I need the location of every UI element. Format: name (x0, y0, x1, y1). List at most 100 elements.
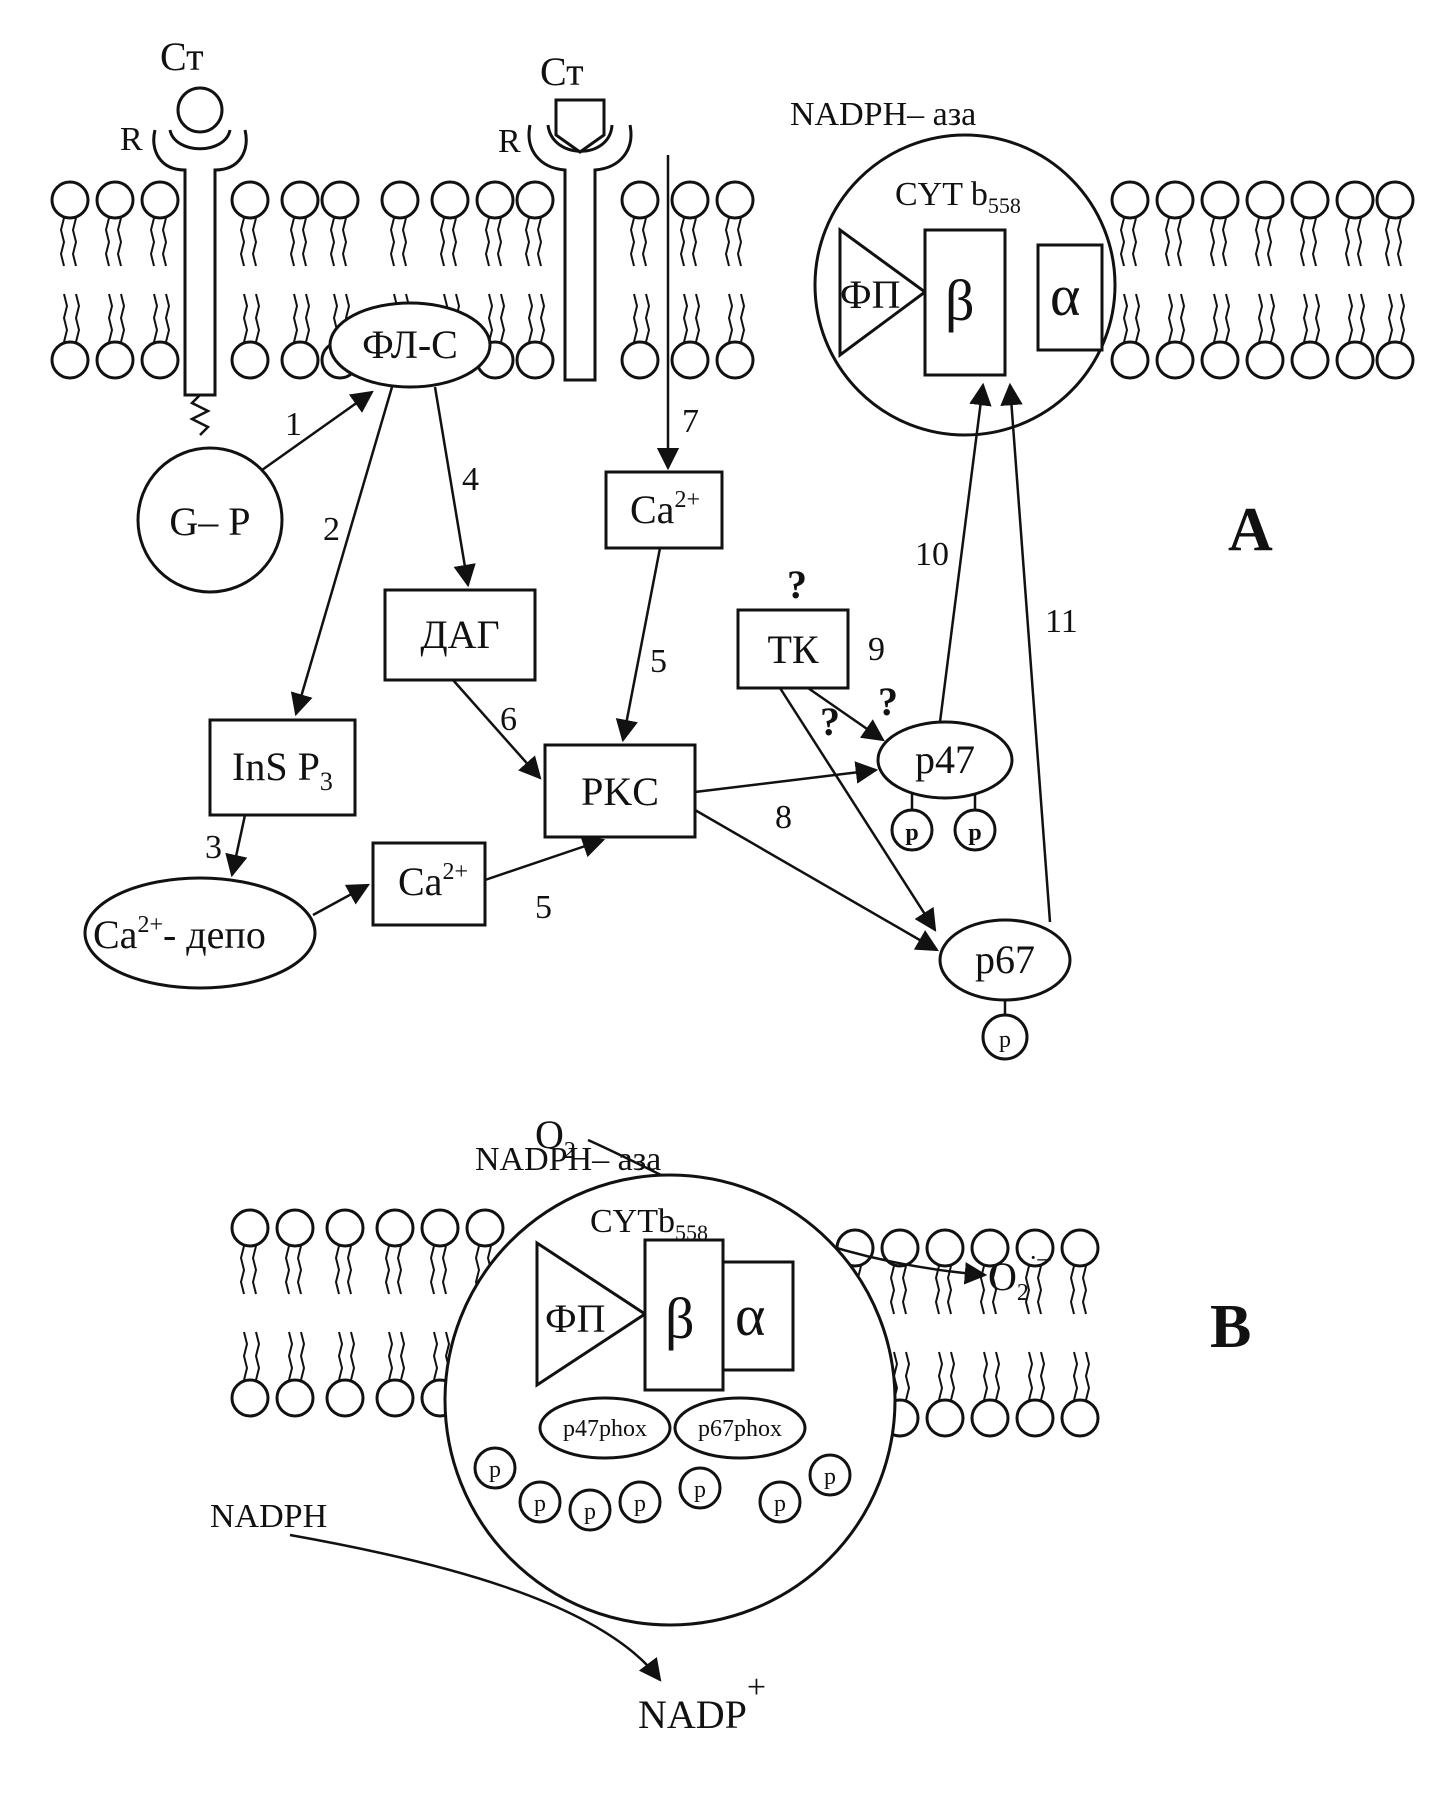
nadph-label: NADPH (210, 1498, 327, 1535)
step-11: 11 (1045, 603, 1078, 640)
receptor-label-1: R (120, 121, 143, 158)
lipid (50, 180, 90, 380)
cyt-label-b: CYTb558 (590, 1203, 708, 1245)
fp-triangle-a (838, 227, 928, 358)
lipid (275, 1208, 315, 1418)
lipid (1290, 180, 1330, 380)
lipid (375, 1208, 415, 1418)
step-6: 6 (500, 701, 517, 738)
lipid (230, 180, 270, 380)
lipid (95, 180, 135, 380)
phosphate (758, 1480, 802, 1524)
node-p47: p47 p p (876, 720, 1014, 852)
question-mark-3: ? (878, 679, 898, 724)
step-5b: 5 (535, 889, 552, 926)
node-g-protein-label: G– P (169, 499, 250, 544)
panel-label-a: A (1228, 496, 1273, 564)
lipid (325, 1208, 365, 1418)
question-mark-2: ? (820, 699, 840, 744)
nadph-oxidase-label-b: NADPH– аза (475, 1141, 661, 1178)
node-dag-label: ДАГ (420, 612, 499, 657)
lipid (230, 1208, 270, 1418)
step-1: 1 (285, 406, 302, 443)
svg-text:p: p (999, 1027, 1011, 1053)
step-8: 8 (775, 799, 792, 836)
panel-b: O2 O2·– NADPH– аза CYTb558 ФП β α p47pho… (210, 1112, 1251, 1737)
node-pkc-label: PKC (581, 769, 659, 814)
phosphate (518, 1480, 562, 1524)
fp-label-a: ФП (840, 272, 901, 317)
svg-text:p: p (968, 820, 981, 846)
step-3: 3 (205, 829, 222, 866)
node-ca-mid-label: Ca2+ (398, 859, 468, 904)
phosphate-label: p (489, 1457, 501, 1483)
node-dag (383, 588, 537, 682)
panel-a: Ст R Ст R NADPH– аза CYT b558 ФП β α ФЛ-… (83, 34, 1273, 1061)
phosphate (808, 1453, 852, 1497)
lipid (1015, 1228, 1055, 1438)
ligand-label-1: Ст (160, 34, 204, 79)
p67phox (673, 1396, 807, 1460)
node-ca-top (604, 470, 724, 550)
lipid (1335, 180, 1375, 380)
fp-triangle-b (535, 1240, 648, 1388)
node-ca-depot (83, 876, 317, 990)
superoxide-label: O2·– (988, 1243, 1052, 1306)
tk-question: ? (787, 562, 807, 607)
step-2: 2 (323, 511, 340, 548)
node-plc-label: ФЛ-С (362, 322, 458, 367)
phosphate-label: p (824, 1464, 836, 1490)
node-p67: p67 p (938, 918, 1072, 1061)
arrows-a (225, 155, 1052, 952)
phosphate (473, 1446, 517, 1490)
lipid (1155, 180, 1195, 380)
arrow-nadph (289, 1533, 662, 1682)
phosphate-label: p (634, 1491, 646, 1517)
receptor-2: Ст R (498, 49, 633, 382)
step-9: 9 (868, 631, 885, 668)
beta-label-b: β (665, 1286, 695, 1351)
ligand-circle (176, 86, 224, 134)
phospho-p47-1 (890, 808, 934, 852)
panel-label-b: B (1210, 1293, 1251, 1361)
beta-subunit-a (923, 228, 1007, 377)
node-p47-label: p47 (915, 737, 975, 782)
phosphate-label: p (694, 1477, 706, 1503)
node-ca-top-label: Ca2+ (630, 487, 700, 532)
phosphate-label: p (774, 1491, 786, 1517)
alpha-label-a: α (1050, 263, 1080, 328)
alpha-subunit-b (721, 1260, 795, 1372)
phosphate (618, 1480, 662, 1524)
step-4: 4 (462, 461, 479, 498)
o2-label: O2 (535, 1112, 576, 1164)
ligand-shield (554, 98, 606, 154)
lipid (1375, 180, 1415, 380)
p67phox-label: p67phox (698, 1416, 782, 1442)
node-plc (328, 301, 492, 389)
node-insp3 (208, 718, 357, 817)
lipid (140, 180, 180, 380)
phospho-p67 (981, 1013, 1029, 1061)
nadph-oxidase-label-a: NADPH– аза (790, 96, 976, 133)
g-protein-link (189, 394, 211, 436)
cyt-label-a: CYT b558 (895, 176, 1021, 218)
svg-text:p: p (905, 820, 918, 846)
phosphate-label: p (584, 1499, 596, 1525)
lipid (1060, 1228, 1100, 1438)
lipid (1110, 180, 1150, 380)
fp-label-b: ФП (545, 1296, 606, 1341)
alpha-subunit-a (1036, 243, 1104, 352)
receptor-1: Ст R (120, 34, 248, 436)
phospho-p47-2 (953, 808, 997, 852)
phosphate (678, 1466, 722, 1510)
nadp-label: NADP+ (638, 1669, 766, 1737)
lipid (1245, 180, 1285, 380)
lipid (715, 180, 755, 380)
lipid (670, 180, 710, 380)
node-tk (736, 608, 850, 690)
p47phox (538, 1396, 672, 1460)
beta-label-a: β (945, 268, 975, 333)
lipid (1200, 180, 1240, 380)
node-p67-label: p67 (975, 937, 1035, 982)
